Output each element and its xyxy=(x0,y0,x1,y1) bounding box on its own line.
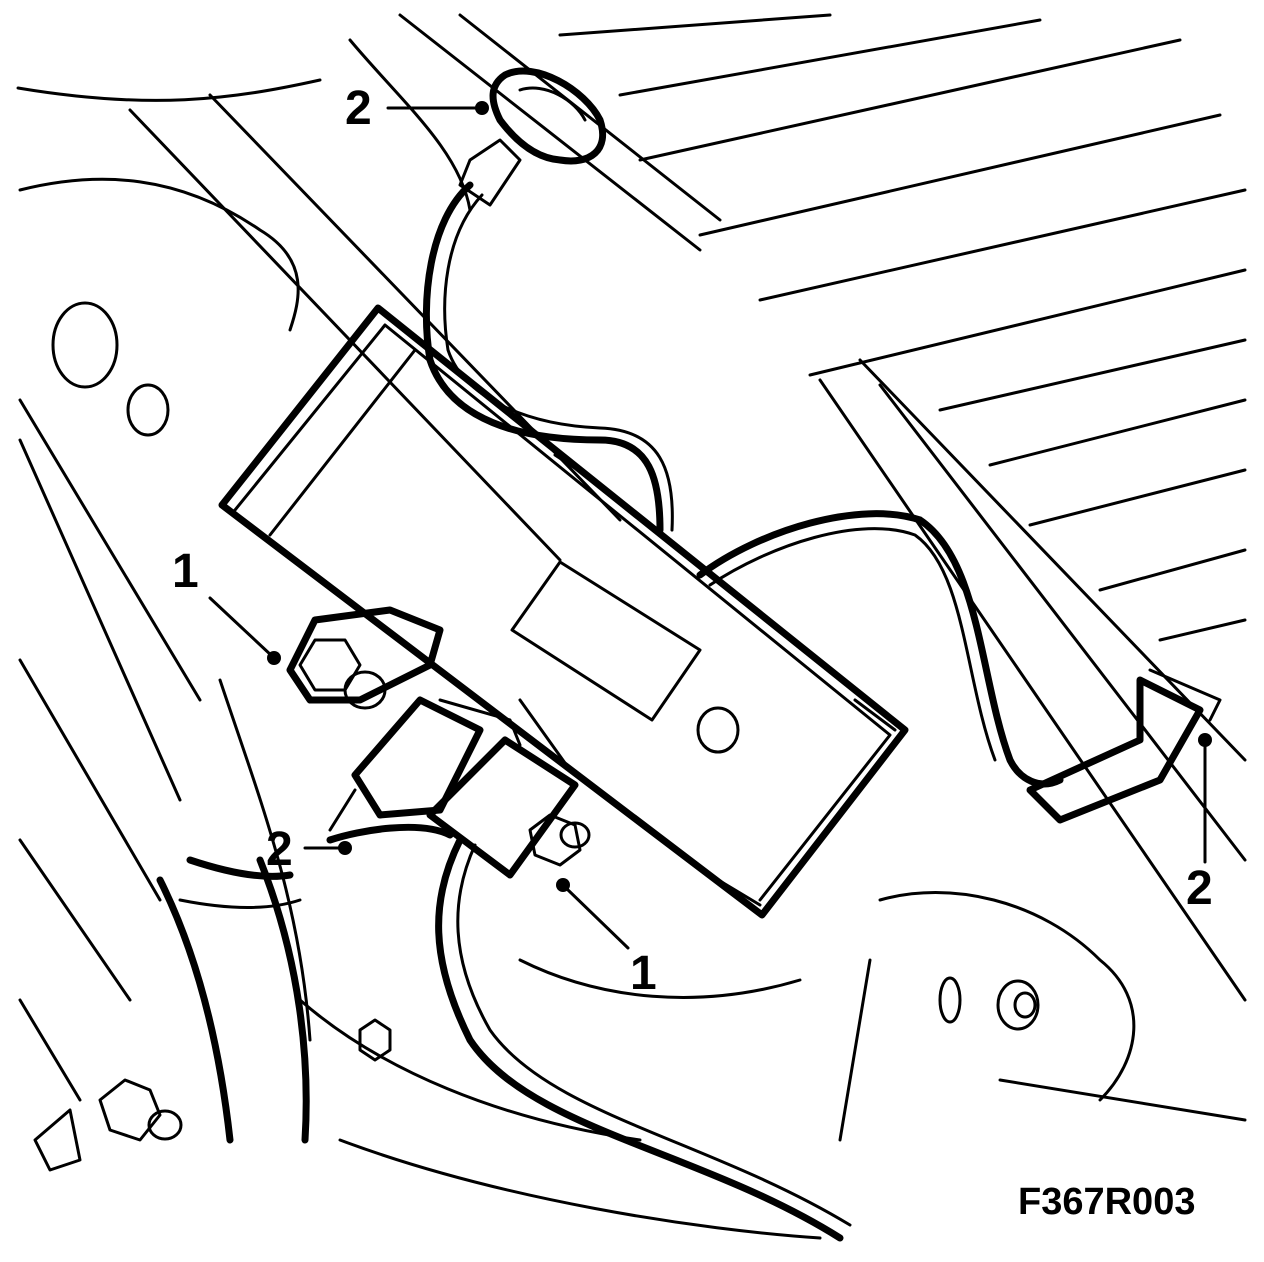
callout-label: 1 xyxy=(172,545,199,598)
callout-label: 2 xyxy=(1186,862,1213,915)
callout-leaders xyxy=(208,101,1212,950)
callout-label: 2 xyxy=(345,82,372,135)
callout-label: 1 xyxy=(630,947,657,1000)
panel-holes xyxy=(51,301,1040,1062)
connector xyxy=(328,696,579,879)
mounting-nut xyxy=(33,606,591,1172)
callout-label: 2 xyxy=(266,823,293,876)
body-panel-lines xyxy=(16,13,1247,1240)
wire-harness xyxy=(156,181,1064,1242)
figure-id: F367R003 xyxy=(1018,1181,1196,1223)
cable-clip xyxy=(178,67,1222,909)
module-unit xyxy=(218,304,909,919)
